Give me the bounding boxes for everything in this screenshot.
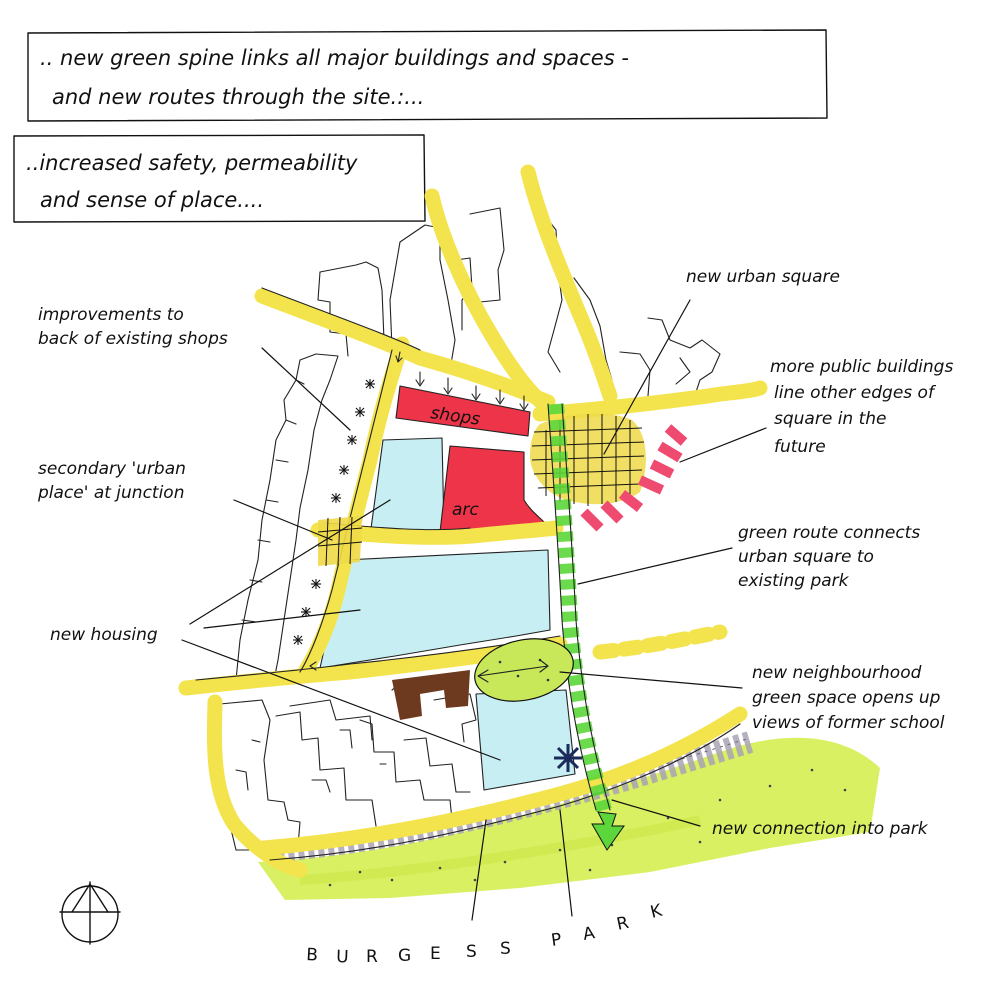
tree-icon: [365, 379, 375, 389]
annotation-line: new urban square: [686, 267, 840, 287]
park-letter: G: [398, 946, 412, 966]
annotation-line: more public buildings: [770, 357, 953, 377]
park-letter: K: [648, 901, 665, 923]
park-letter: E: [430, 944, 442, 964]
annotation-new-housing: new housing: [50, 625, 158, 645]
future-public-buildings: [580, 424, 688, 532]
annotation-public-buildings: more public buildings line other edges o…: [770, 357, 953, 457]
annotation-leaders: [181, 299, 767, 921]
park-letter: P: [550, 930, 564, 951]
annotation-line: back of existing shops: [38, 329, 228, 349]
annotation-shop-improvements: improvements to back of existing shops: [38, 305, 228, 349]
street-trees: [293, 379, 582, 772]
green-spine: [547, 403, 625, 851]
caption-box-green-spine: .. new green spine links all major build…: [27, 29, 828, 122]
annotation-park-connection: new connection into park: [712, 819, 929, 839]
neighbourhood-green-space: [474, 638, 574, 702]
annotation-line: existing park: [738, 571, 850, 591]
park-letter: R: [615, 913, 632, 935]
caption-line-1: .. new green spine links all major build…: [40, 46, 629, 70]
annotation-urban-square: new urban square: [686, 267, 840, 287]
annotation-line: improvements to: [38, 305, 184, 325]
annotation-green-space: new neighbourhood green space opens up v…: [752, 663, 945, 733]
park-letter: U: [336, 947, 350, 967]
annotation-line: green space opens up: [752, 688, 941, 708]
annotation-line: new connection into park: [712, 819, 929, 839]
caption-line-4: and sense of place....: [40, 188, 264, 212]
park-letter: R: [366, 947, 379, 967]
park-letter: B: [306, 945, 320, 966]
arc-label: arc: [452, 500, 479, 520]
annotation-line: new neighbourhood: [752, 663, 922, 683]
former-school: [392, 670, 470, 720]
annotation-line: urban square to: [738, 547, 874, 567]
caption-line-2: and new routes through the site.:...: [52, 85, 424, 109]
annotation-line: new housing: [50, 625, 158, 645]
urban-square: [530, 413, 646, 506]
north-arrow-icon: [59, 881, 121, 945]
annotation-line: place' at junction: [37, 483, 184, 503]
park-letter: A: [581, 923, 597, 945]
annotation-line: future: [774, 437, 826, 457]
secondary-urban-place: [317, 516, 363, 567]
burgess-park: [258, 737, 880, 900]
large-tree-icon: [554, 744, 582, 772]
park-name-label: B U R G E S S P A R K: [306, 901, 665, 968]
park-letter: S: [466, 942, 478, 962]
annotation-line: square in the: [774, 409, 887, 429]
arc-block: arc: [439, 445, 545, 533]
caption-box-safety: ..increased safety, permeability and sen…: [13, 134, 426, 223]
annotation-line: secondary 'urban: [38, 459, 186, 479]
park-letter: S: [500, 939, 512, 959]
annotation-line: views of former school: [752, 713, 945, 733]
access-arrows: [309, 351, 529, 671]
annotation-line: line other edges of: [774, 383, 937, 403]
annotation-secondary-place: secondary 'urban place' at junction: [37, 459, 186, 503]
annotation-line: green route connects: [738, 523, 920, 543]
annotation-green-route: green route connects urban square to exi…: [738, 523, 920, 591]
caption-line-3: ..increased safety, permeability: [26, 151, 358, 175]
